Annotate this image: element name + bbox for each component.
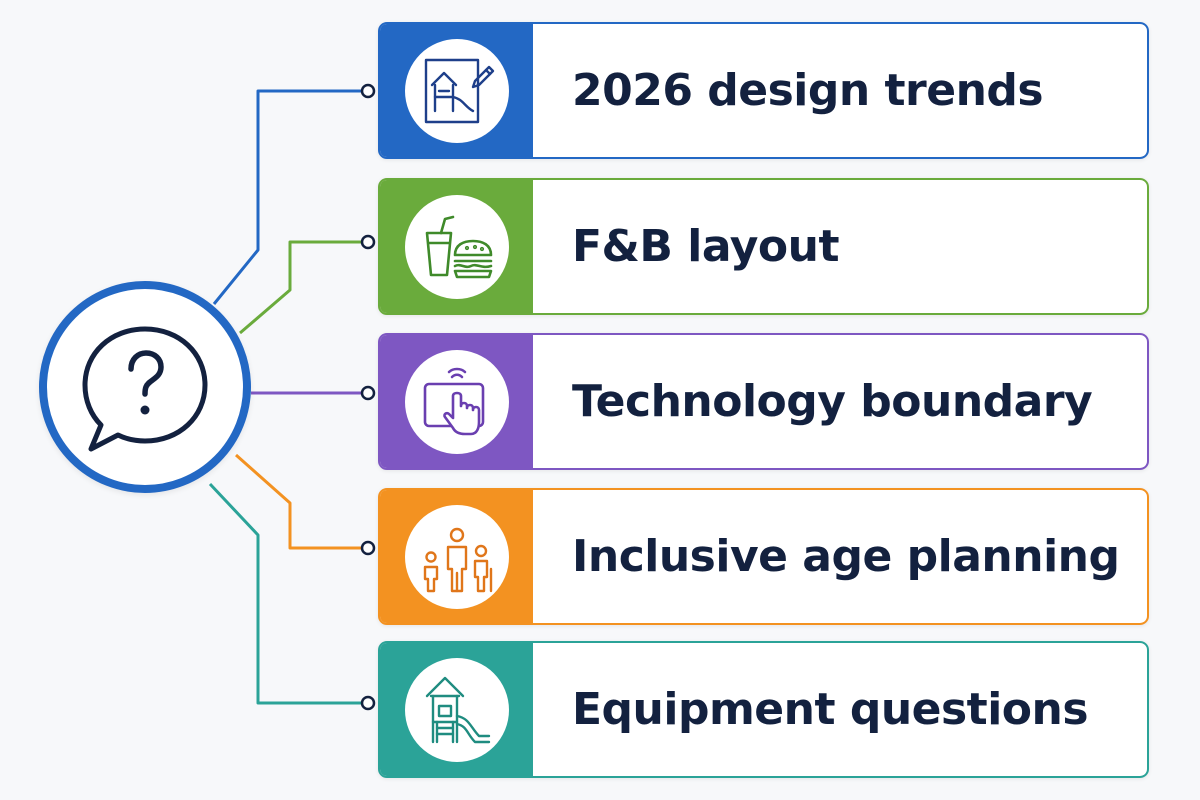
topic-card-1: 2026 design trends — [378, 22, 1149, 159]
connector-dot-2 — [360, 234, 376, 250]
family-ages-icon — [423, 527, 493, 592]
card-icon-disc-3 — [405, 349, 509, 454]
topic-card-3: Technology boundary — [378, 333, 1149, 470]
hub-circle — [39, 281, 251, 493]
drink-and-burger-icon — [425, 215, 493, 278]
topic-label-4: Inclusive age planning — [572, 531, 1120, 582]
topic-card-4: Inclusive age planning — [378, 488, 1149, 625]
topic-label-2: F&B layout — [572, 221, 839, 272]
connector-line-5 — [208, 482, 362, 705]
topic-card-5: Equipment questions — [378, 641, 1149, 778]
topic-label-5: Equipment questions — [572, 684, 1089, 735]
play-tower-slide-icon — [425, 676, 491, 743]
card-icon-disc-4 — [405, 504, 509, 609]
connector-dot-3 — [360, 385, 376, 401]
topic-label-3: Technology boundary — [572, 376, 1093, 427]
connector-dot-5 — [360, 695, 376, 711]
connector-dot-4 — [360, 540, 376, 556]
playground-design-sketch-icon — [424, 58, 495, 123]
connector-line-1 — [212, 89, 362, 305]
card-icon-disc-5 — [405, 657, 509, 762]
question-speech-bubble-icon — [82, 326, 208, 452]
card-icon-disc-1 — [405, 38, 509, 143]
card-icon-disc-2 — [405, 194, 509, 299]
topic-label-1: 2026 design trends — [572, 65, 1044, 116]
topic-card-2: F&B layout — [378, 178, 1149, 315]
connector-dot-1 — [360, 83, 376, 99]
connector-line-4 — [235, 453, 362, 550]
connector-line-2 — [239, 240, 362, 335]
touchscreen-tap-icon — [423, 367, 485, 435]
